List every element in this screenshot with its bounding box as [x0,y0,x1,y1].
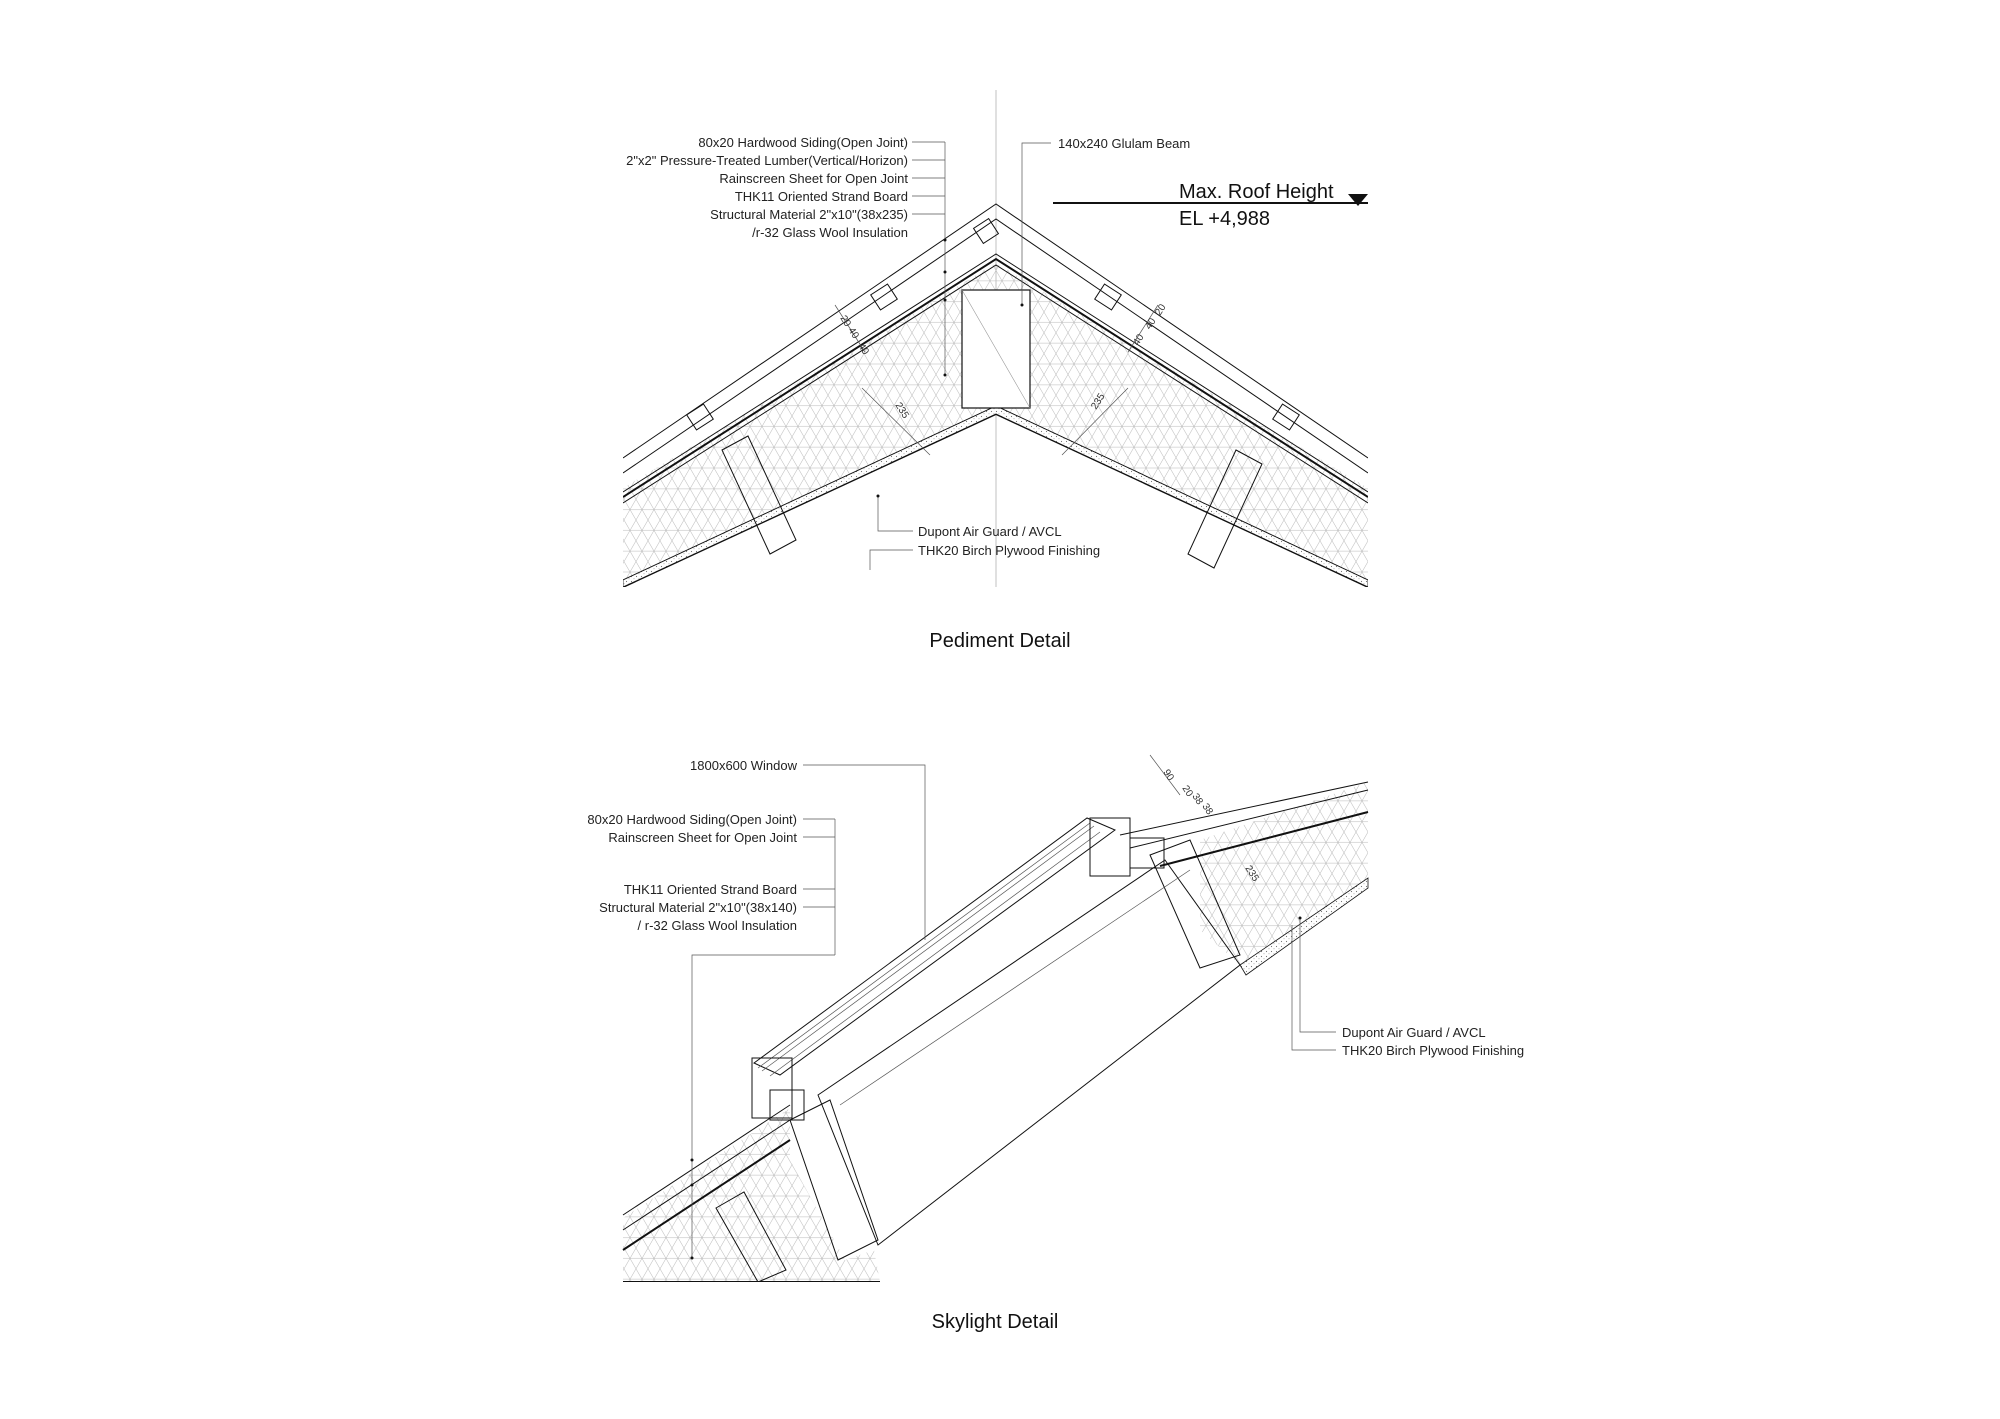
skylight-label-osb: THK11 Oriented Strand Board [624,882,797,897]
dim-40: 40 [845,326,861,342]
batten [1094,283,1122,311]
dim-40: 40 [1131,332,1147,348]
rafter [721,435,797,555]
skylight-label-plywood: THK20 Birch Plywood Finishing [1342,1043,1524,1058]
skylight-insulation-lower [623,1108,880,1282]
dim-90: 90 [1160,768,1176,784]
pediment-label-structural: Structural Material 2"x10"(38x235) [710,207,908,222]
skylight-plywood-finish [1239,877,1369,976]
level-value: EL +4,988 [1179,208,1270,230]
skylight-label-window: 1800x600 Window [690,758,798,773]
upper-curb [1149,839,1241,969]
pediment-left-leaders [912,141,947,377]
skylight-caption: Skylight Detail [932,1311,1059,1333]
pediment-plywood-finish [623,405,1368,587]
window-frame-lower [751,1057,793,1119]
skylight-label-airguard: Dupont Air Guard / AVCL [1342,1025,1486,1040]
lower-curb [789,1099,879,1261]
level-triangle-icon [1348,194,1368,206]
rafter [1187,449,1263,569]
batten [1272,403,1300,431]
pediment-label-rainscreen: Rainscreen Sheet for Open Joint [719,171,908,186]
pediment-label-osb: THK11 Oriented Strand Board [735,189,908,204]
pediment-label-glulam: 140x240 Glulam Beam [1058,136,1190,151]
window-frame-upper [1089,817,1131,877]
dim-20: 20 [1153,302,1169,318]
pediment-label-lumber: 2"x2" Pressure-Treated Lumber(Vertical/H… [626,153,908,168]
dim-20: 20 [837,314,853,330]
level-title: Max. Roof Height [1179,181,1334,203]
skylight-roof-assembly [622,781,1369,1282]
skylight-label-siding: 80x20 Hardwood Siding(Open Joint) [587,812,797,827]
pediment-caption: Pediment Detail [929,630,1070,652]
batten [870,283,898,311]
pediment-label-insulation: /r-32 Glass Wool Insulation [752,225,908,240]
skylight-detail: 90 20 38 38 235 1800x600 Window 80x20 Ha… [587,754,1524,1333]
dim-40: 40 [1143,316,1159,332]
rafter [715,1191,787,1282]
batten [686,403,714,431]
skylight-insulation-upper [1200,782,1368,965]
ridge-block [972,217,1000,245]
pediment-label-plywood: THK20 Birch Plywood Finishing [918,543,1100,558]
skylight-glazing [753,817,1117,1076]
pediment-roof-assembly [623,203,1368,587]
pediment-label-siding: 80x20 Hardwood Siding(Open Joint) [698,135,908,150]
skylight-label-structural: Structural Material 2"x10"(38x140) [599,900,797,915]
skylight-shaft [817,859,1241,1246]
pediment-detail: 40 40 235 40 40 235 20 20 80x20 Hardwood… [623,90,1368,652]
pediment-label-airguard: Dupont Air Guard / AVCL [918,524,1062,539]
skylight-label-insulation: / r-32 Glass Wool Insulation [638,918,797,933]
skylight-label-rainscreen: Rainscreen Sheet for Open Joint [608,830,797,845]
